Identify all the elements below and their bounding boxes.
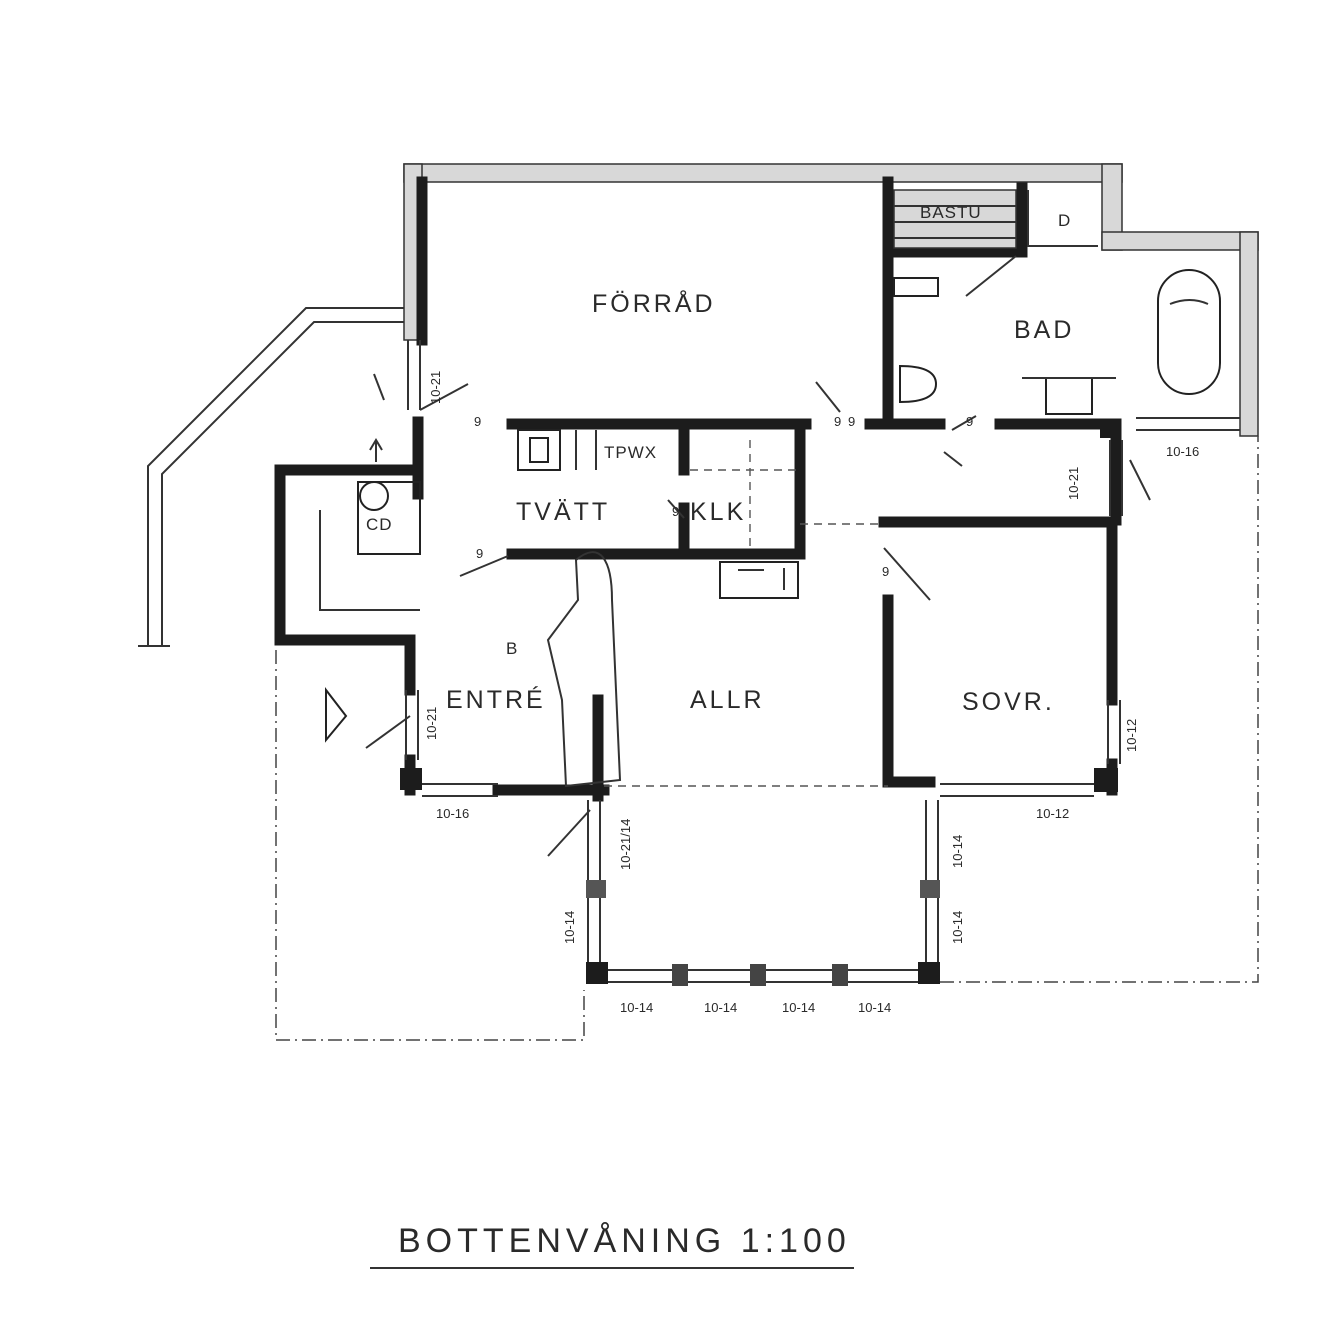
dimension-labels: 10-16 10-12 10-16 10-14 10-14 10-14 10-1… [424,371,1199,1015]
room-label-b: B [506,639,518,658]
interior-walls [274,176,1122,984]
door-mark: 9 [882,564,889,579]
windows [405,340,1240,986]
dimension-label: 10-14 [704,1000,737,1015]
dimension-label: 10-14 [858,1000,891,1015]
terrace-outlines [275,436,1259,1041]
dimension-label: 10-14 [950,835,965,868]
dimension-label: 10-14 [950,911,965,944]
title-block: BOTTENVÅNING 1:100 [370,1222,854,1269]
dimension-label: 10-21/14 [618,819,633,870]
toilet-icon [899,364,938,404]
boiler-icon [359,481,389,511]
door-mark: 9 [966,414,973,429]
room-label-allr: ALLR [690,686,765,714]
sink-icon [1045,377,1093,415]
fixtures [319,189,1221,788]
dimension-label: 10-16 [1166,444,1199,459]
room-label-forrad: FÖRRÅD [592,288,716,318]
dimension-label: 10-21 [1066,467,1081,500]
room-label-cd: CD [366,515,393,534]
door-mark: 9 [672,504,679,519]
ramp [138,307,404,647]
dimension-label: 10-16 [436,806,469,821]
dimension-label: 10-21 [428,371,443,404]
dimension-label: 10-14 [562,911,577,944]
doors [365,255,1151,857]
room-label-d: D [1058,211,1071,230]
dimension-label: 10-14 [782,1000,815,1015]
room-label-bastu: BASTU [920,203,982,222]
door-mark: 9 [834,414,841,429]
drawing-title: BOTTENVÅNING 1:100 [398,1222,851,1260]
dimension-label: 10-12 [1036,806,1069,821]
dimension-label: 10-21 [424,707,439,740]
room-label-tpwx: TPWX [604,443,657,462]
door-marks: 9 9 9 9 9 9 9 [474,414,973,579]
dimension-label: 10-14 [620,1000,653,1015]
door-mark: 9 [474,414,481,429]
room-labels: FÖRRÅD BASTU D BAD TPWX TVÄTT KLK CD ENT… [366,203,1074,716]
room-label-bad: BAD [1014,316,1074,344]
exterior-walls [403,163,1259,437]
bathtub-icon [1157,269,1221,395]
room-label-sovr: SOVR. [962,688,1055,716]
room-label-tvatt: TVÄTT [516,498,610,526]
stair-arrow-icon [325,687,348,743]
door-mark: 9 [476,546,483,561]
room-label-entre: ENTRÉ [446,685,546,714]
door-mark: 9 [848,414,855,429]
dimension-label: 10-12 [1124,719,1139,752]
room-label-klk: KLK [690,498,746,526]
